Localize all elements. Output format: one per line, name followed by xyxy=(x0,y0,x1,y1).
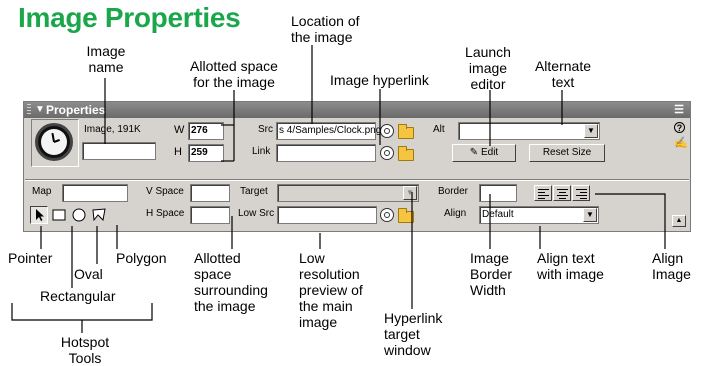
align-left-button[interactable] xyxy=(534,185,552,201)
chevron-down-icon[interactable]: ▼ xyxy=(583,208,597,222)
image-info: Image, 191K xyxy=(84,124,141,135)
pointer-tool[interactable] xyxy=(30,206,48,224)
height-field[interactable]: 259 xyxy=(188,144,224,162)
point-to-file-icon[interactable] xyxy=(380,208,394,222)
collapse-triangle-icon[interactable]: ▼ xyxy=(35,104,45,115)
map-name-field[interactable] xyxy=(62,184,128,202)
src-label: Src xyxy=(258,124,273,135)
link-field[interactable] xyxy=(276,144,376,162)
chevron-down-icon[interactable]: ▼ xyxy=(403,186,417,200)
align-value: Default xyxy=(482,209,514,220)
alt-field[interactable]: ▼ xyxy=(458,122,600,140)
arrow-pointer-icon xyxy=(36,209,44,221)
width-field[interactable]: 276 xyxy=(188,122,224,140)
lowsrc-label: Low Src xyxy=(238,208,275,219)
vspace-field[interactable] xyxy=(190,184,230,202)
rectangle-icon xyxy=(52,209,66,221)
callout-polygon: Polygon xyxy=(116,250,167,266)
callout-oval: Oval xyxy=(74,266,103,282)
width-label: W xyxy=(174,124,185,136)
folder-icon[interactable] xyxy=(398,124,414,139)
align-select[interactable]: Default ▼ xyxy=(479,206,599,224)
hspace-field[interactable] xyxy=(190,206,230,224)
edit-button-label: Edit xyxy=(480,147,499,158)
properties-panel: ▼ Properties ☰ Image, 191K W 276 H 259 S… xyxy=(23,101,691,232)
quick-tag-editor-icon[interactable]: ✍ xyxy=(674,137,688,149)
point-to-file-icon[interactable] xyxy=(380,146,394,160)
rectangle-hotspot-tool[interactable] xyxy=(50,206,68,224)
callout-image-hyperlink: Image hyperlink xyxy=(330,72,429,88)
src-field[interactable]: s 4/Samples/Clock.png xyxy=(276,122,381,140)
alt-label: Alt xyxy=(433,124,445,135)
edit-icon: ✎ xyxy=(469,147,479,158)
border-field[interactable] xyxy=(479,184,517,202)
clock-icon xyxy=(35,123,73,161)
polygon-icon xyxy=(92,208,106,222)
height-label: H xyxy=(174,146,182,158)
align-right-button[interactable] xyxy=(572,185,590,201)
target-field[interactable]: ▼ xyxy=(277,184,419,202)
align-center-button[interactable] xyxy=(553,185,571,201)
edit-button[interactable]: ✎ Edit xyxy=(452,144,516,162)
link-label: Link xyxy=(252,146,271,157)
panel-title: Properties xyxy=(46,103,106,117)
panel-titlebar[interactable]: ▼ Properties ☰ xyxy=(24,102,690,118)
chevron-down-icon[interactable]: ▼ xyxy=(584,124,598,138)
folder-icon[interactable] xyxy=(398,208,414,223)
callout-pointer: Pointer xyxy=(8,250,53,266)
image-thumbnail xyxy=(31,119,79,167)
help-icon[interactable]: ? xyxy=(674,122,685,133)
point-to-file-icon[interactable] xyxy=(380,124,394,138)
callout-rectangular: Rectangular xyxy=(40,288,116,304)
align-label: Align xyxy=(444,208,467,219)
reset-size-button[interactable]: Reset Size xyxy=(529,144,605,162)
oval-icon xyxy=(72,208,86,222)
border-label: Border xyxy=(438,186,469,197)
options-menu-icon[interactable]: ☰ xyxy=(674,104,684,116)
folder-icon[interactable] xyxy=(398,146,414,161)
map-label: Map xyxy=(32,186,52,197)
image-name-field[interactable] xyxy=(82,142,156,160)
vspace-label: V Space xyxy=(146,186,184,197)
target-label: Target xyxy=(240,186,268,197)
grip-icon[interactable] xyxy=(27,104,31,116)
oval-hotspot-tool[interactable] xyxy=(70,206,88,224)
lowsrc-field[interactable] xyxy=(277,206,377,224)
hspace-label: H Space xyxy=(146,208,185,219)
divider xyxy=(25,179,689,181)
polygon-hotspot-tool[interactable] xyxy=(90,206,108,224)
page-title: Image Properties xyxy=(18,2,241,33)
expander-arrow-icon[interactable]: ▲ xyxy=(672,215,686,227)
